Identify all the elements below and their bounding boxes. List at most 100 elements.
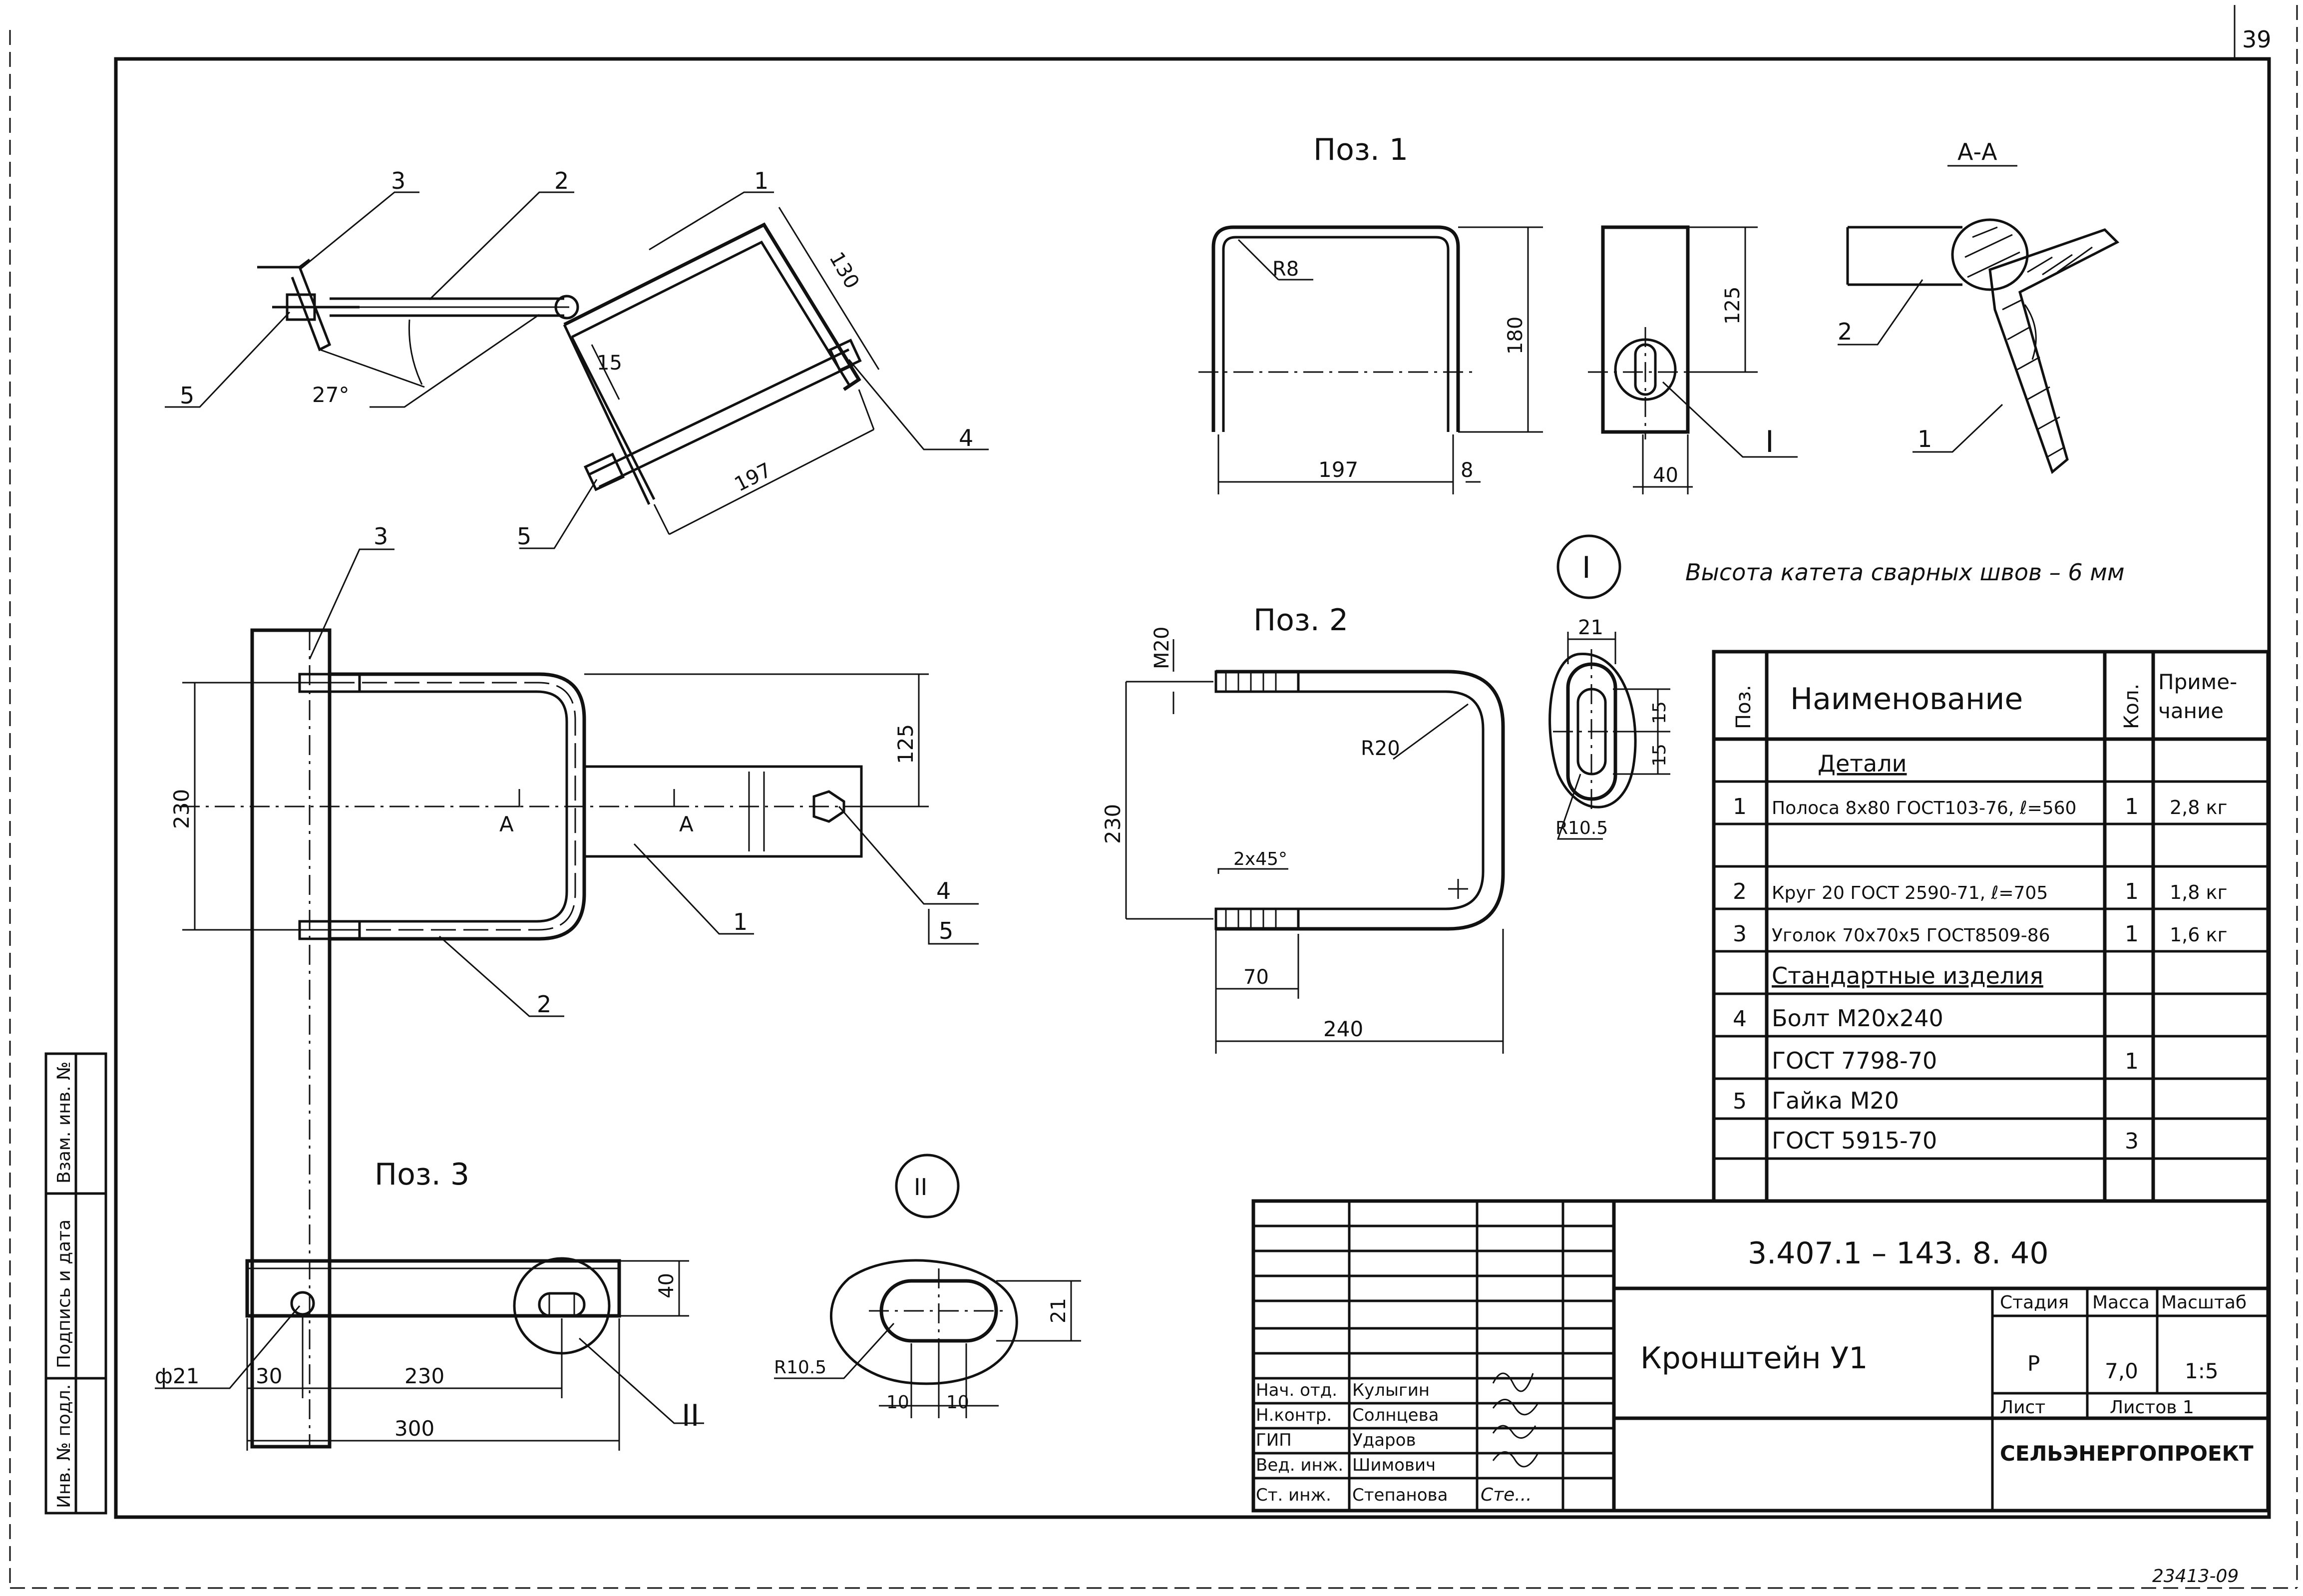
tb-stage-label: Стадия xyxy=(2000,1292,2069,1313)
pos3-title: Поз. 3 xyxy=(375,1157,469,1192)
pos2-dim-R20: R20 xyxy=(1361,737,1400,760)
section-leader-1: 1 xyxy=(1918,425,1932,452)
spec-row-name: ГОСТ 7798-70 xyxy=(1772,1047,1937,1074)
spec-row-qty: 1 xyxy=(2125,1049,2139,1074)
staff-name: Кулыгин xyxy=(1352,1380,1430,1400)
staff-role: Н.контр. xyxy=(1256,1405,1332,1425)
spec-row-pos: 1 xyxy=(1733,794,1747,819)
iso-leader-1: 1 xyxy=(754,167,768,194)
pos2-dim-70: 70 xyxy=(1243,966,1269,989)
spec-row-name: Полоса 8x80 ГОСТ103-76, ℓ=560 xyxy=(1772,798,2076,818)
pos1-dim-R8: R8 xyxy=(1272,258,1299,281)
signature-text: Сте... xyxy=(1481,1485,1532,1505)
iso-dim-15: 15 xyxy=(597,352,622,375)
detail-I-dim-15a: 15 xyxy=(1649,701,1670,724)
pos3-dim-230: 230 xyxy=(404,1364,444,1388)
staff-role: Ст. инж. xyxy=(1256,1485,1331,1505)
staff-name: Ударов xyxy=(1352,1430,1416,1450)
pos3-dim-phi21: ф21 xyxy=(155,1364,199,1388)
isometric-view xyxy=(165,191,989,549)
margin-label-sign: Подпись и дата xyxy=(54,1219,74,1368)
plan-dim-125: 125 xyxy=(893,724,918,764)
margin-stamp: Инв. № подл. Подпись и дата Взам. инв. № xyxy=(44,1052,107,1515)
spec-row-name: Уголок 70x70x5 ГОСТ8509-86 xyxy=(1772,925,2050,946)
tb-sheet-label: Лист xyxy=(2000,1397,2045,1418)
detail-I-mark: I xyxy=(1582,550,1591,585)
section-leader-2: 2 xyxy=(1838,318,1852,345)
detail-I-dim-21: 21 xyxy=(1578,616,1603,639)
staff-name: Солнцева xyxy=(1352,1405,1439,1425)
spec-row-qty: 1 xyxy=(2125,879,2139,904)
spec-row-pos: 2 xyxy=(1733,879,1747,904)
spec-row-name: Стандартные изделия xyxy=(1772,962,2043,989)
margin-label-inv: Инв. № подл. xyxy=(54,1384,74,1508)
spec-row-pos: 3 xyxy=(1733,921,1747,947)
pos2-dim-chamfer: 2x45° xyxy=(1233,849,1287,869)
spec-row-note: 1,6 кг xyxy=(2170,924,2227,946)
iso-leader-2: 2 xyxy=(554,167,569,194)
plan-section-A2: А xyxy=(679,812,694,836)
pos1-dim-8: 8 xyxy=(1461,459,1473,482)
title-block-grid xyxy=(1251,1199,2270,1513)
iso-leader-5b: 5 xyxy=(517,523,531,550)
detail-II-view xyxy=(774,1154,1081,1418)
staff-role: Нач. отд. xyxy=(1256,1380,1337,1400)
staff-role: ГИП xyxy=(1256,1430,1292,1450)
tb-sheets-label: Листов 1 xyxy=(2110,1397,2194,1418)
spec-row-pos: 4 xyxy=(1733,1006,1747,1032)
bottom-code: 23413-09 xyxy=(2152,1566,2239,1587)
section-aa-view xyxy=(1838,218,2120,474)
pos3-dim-300: 300 xyxy=(394,1416,434,1441)
pos3-view xyxy=(155,1257,704,1451)
spec-row-name: Гайка М20 xyxy=(1772,1087,1899,1114)
plan-section-A1: А xyxy=(499,812,514,836)
tb-scale-label: Масштаб xyxy=(2161,1292,2247,1313)
pos1-dim-180: 180 xyxy=(1504,317,1527,355)
spec-row-note: 1,8 кг xyxy=(2170,881,2227,903)
pos2-title: Поз. 2 xyxy=(1253,603,1348,638)
pos1-dim-197: 197 xyxy=(1318,457,1358,482)
staff-role: Вед. инж. xyxy=(1256,1455,1343,1475)
plan-leader-5: 5 xyxy=(939,917,953,944)
pos1-dim-40: 40 xyxy=(1653,464,1678,487)
spec-row-name: Круг 20 ГОСТ 2590-71, ℓ=705 xyxy=(1772,883,2048,903)
pos2-view xyxy=(1125,639,1505,1054)
detail-II-dim-10b: 10 xyxy=(946,1392,969,1413)
detail-II-mark: II xyxy=(914,1174,927,1200)
spec-header-name: Наименование xyxy=(1790,682,2023,717)
iso-leader-5a: 5 xyxy=(180,382,194,409)
tb-mass-label: Масса xyxy=(2092,1292,2150,1313)
spec-row-pos: 5 xyxy=(1733,1089,1747,1114)
pos3-dim-40: 40 xyxy=(655,1273,678,1298)
spec-header-note: Приме-чание xyxy=(2158,670,2237,723)
detail-I-dim-15b: 15 xyxy=(1649,744,1670,767)
section-title: А-А xyxy=(1957,138,1997,165)
detail-I-dim-R105: R10.5 xyxy=(1555,818,1608,838)
detail-II-dim-21: 21 xyxy=(1047,1298,1070,1323)
detail-II-dim-R105: R10.5 xyxy=(774,1357,826,1378)
iso-leader-4: 4 xyxy=(959,424,973,451)
pos1-leader-I: I xyxy=(1765,424,1774,459)
plan-leader-2: 2 xyxy=(537,991,551,1018)
staff-name: Шимович xyxy=(1352,1455,1436,1475)
spec-row-qty: 1 xyxy=(2125,794,2139,819)
spec-row-name: ГОСТ 5915-70 xyxy=(1772,1127,1937,1154)
spec-header-pos: Поз. xyxy=(1732,685,1755,729)
plan-dim-230: 230 xyxy=(169,789,194,829)
spec-row-qty: 1 xyxy=(2125,921,2139,947)
tb-org: СЕЛЬЭНЕРГОПРОЕКТ xyxy=(2000,1441,2254,1466)
iso-dim-27: 27° xyxy=(312,383,349,407)
pos3-leader-II: II xyxy=(682,1398,699,1433)
tb-item-name: Кронштейн У1 xyxy=(1640,1341,1868,1376)
detail-II-dim-10a: 10 xyxy=(886,1392,909,1413)
plan-leader-3: 3 xyxy=(374,523,388,550)
weld-note: Высота катета сварных швов – 6 мм xyxy=(1685,559,2125,586)
pos3-dim-30: 30 xyxy=(256,1364,282,1388)
pos2-dim-M20: М20 xyxy=(1151,627,1173,669)
plan-leader-4: 4 xyxy=(936,877,951,904)
tb-mass: 7,0 xyxy=(2105,1359,2138,1383)
pos1-title: Поз. 1 xyxy=(1313,132,1408,167)
